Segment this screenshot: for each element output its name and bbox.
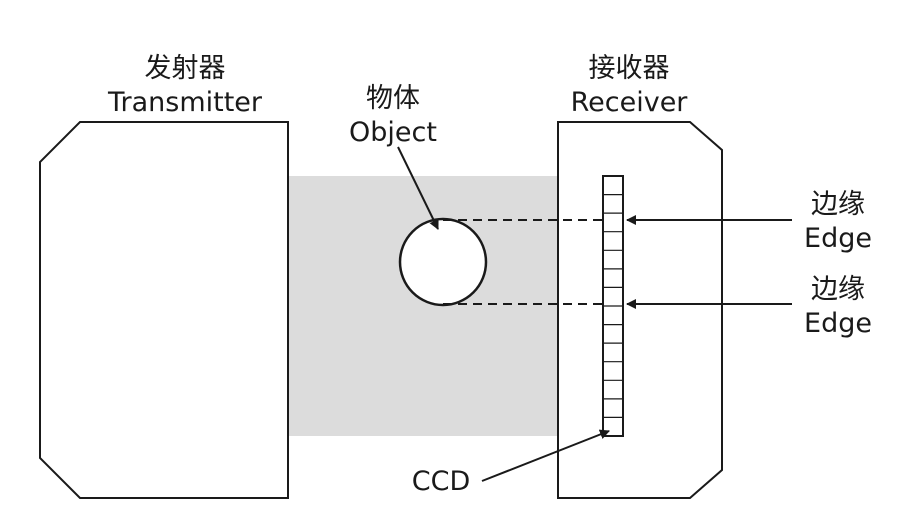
edge-top-label-zh: 边缘 [811,189,865,220]
receiver-label-en: Receiver [570,87,688,118]
ccd-pixel-dividers [603,194,623,418]
edge-bottom-label-en: Edge [804,308,872,339]
transmitter-body [39,121,289,499]
edge-top-label-en: Edge [804,223,872,254]
object-label-zh: 物体 [366,83,420,114]
transmitter-label-zh: 发射器 [144,53,226,84]
object-label-en: Object [349,117,437,148]
transmitter-label-en: Transmitter [107,87,263,118]
receiver-body [557,121,723,499]
receiver-label-zh: 接收器 [588,53,670,84]
object-leader-arrow [397,146,439,230]
ccd-label: CCD [411,466,471,497]
object-circle [398,217,488,307]
light-beam [288,176,558,436]
ccd-leader-arrow [481,429,610,482]
edge-bottom-label-zh: 边缘 [811,274,865,305]
